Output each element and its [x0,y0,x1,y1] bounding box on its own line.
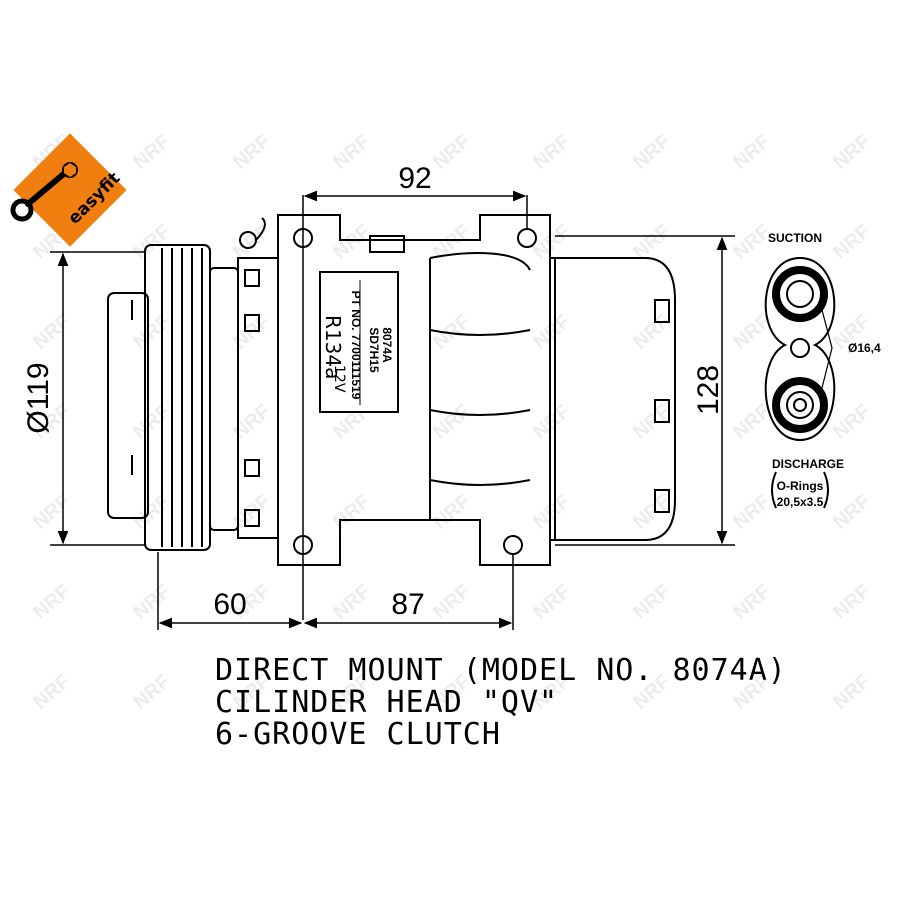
suction-port [772,266,828,322]
discharge-port [772,377,828,433]
orings-title: O-Rings [777,479,824,493]
watermark-text: NRF [29,491,75,534]
watermark-text: NRF [329,131,375,174]
watermark-text: NRF [729,581,775,624]
watermark-text: NRF [429,401,475,444]
watermark-text: NRF [429,581,475,624]
watermark-text: NRF [529,311,575,354]
dim-bottom-width: 87 [391,588,424,621]
watermark-text: NRF [29,311,75,354]
watermark-text: NRF [429,491,475,534]
watermark-text: NRF [629,581,675,624]
watermark-text: NRF [729,491,775,534]
watermark-text: NRF [529,401,575,444]
discharge-label: DISCHARGE [772,457,844,471]
watermark-text: NRF [329,581,375,624]
compressor-body [237,214,676,566]
watermark-text: NRF [129,581,175,624]
watermark-text: NRF [829,221,875,264]
watermark-text: NRF [429,311,475,354]
dimension-lines [50,190,735,630]
note-line-3: 6-GROOVE CLUTCH [215,717,501,752]
watermark-text: NRF [129,491,175,534]
watermark-text: NRF [229,401,275,444]
label-plate: SD7H15 PT NO. 7700111519 8074A R134a 12V [319,271,399,413]
watermark-text: NRF [129,401,175,444]
watermark-text: NRF [29,581,75,624]
watermark-text: NRF [529,491,575,534]
watermark-text: NRF [229,311,275,354]
watermark-text: NRF [829,671,875,714]
watermark-text: NRF [129,671,175,714]
watermark-text: NRF [629,311,675,354]
watermark-text: NRF [329,491,375,534]
suction-label: SUCTION [768,231,822,245]
watermark-text: NRF [529,581,575,624]
clutch-pulley [107,244,239,551]
watermark-text: NRF [829,401,875,444]
label-refrigerant: R134a [321,315,345,379]
watermark-text: NRF [429,131,475,174]
easyfit-badge: easyfit [10,133,127,247]
label-model: SD7H15 [367,327,381,373]
watermark-text: NRF [129,311,175,354]
watermark-text: NRF [829,131,875,174]
orings-size: 20,5x3.5 [777,495,824,509]
badge-diamond [13,133,127,247]
dim-height-right: 128 [692,365,725,415]
watermark-text: NRF [229,491,275,534]
dim-pulley-diameter: Ø119 [22,362,55,433]
watermark-text: NRF [229,131,275,174]
watermark-text: NRF [529,131,575,174]
watermark-text: NRF [829,491,875,534]
watermark-text: NRF [329,221,375,264]
watermark-text: NRF [129,131,175,174]
port-plate [764,256,836,509]
dim-left-offset: 60 [213,588,246,621]
wrench-icon [10,162,78,222]
watermark-text: NRF [829,581,875,624]
watermark-text: NRF [129,221,175,264]
watermark-text: NRF [629,131,675,174]
note-line-2: CILINDER HEAD "QV" [215,685,558,720]
watermark-pattern: NRF NRF NRF NRF NRF NRF NRF NRF NRF NRF NRF NRF NRF N… [29,131,875,714]
watermark-text: NRF [29,671,75,714]
note-line-1: DIRECT MOUNT (MODEL NO. 8074A) [215,653,787,688]
label-part-no: 8074A [380,327,394,363]
label-small-line: PT NO. 7700111519 [349,291,363,400]
port-diameter-label: Ø16,4 [848,341,881,355]
dim-top-width: 92 [398,162,431,195]
watermark-text: NRF [729,131,775,174]
label-voltage: 12V [331,365,347,393]
